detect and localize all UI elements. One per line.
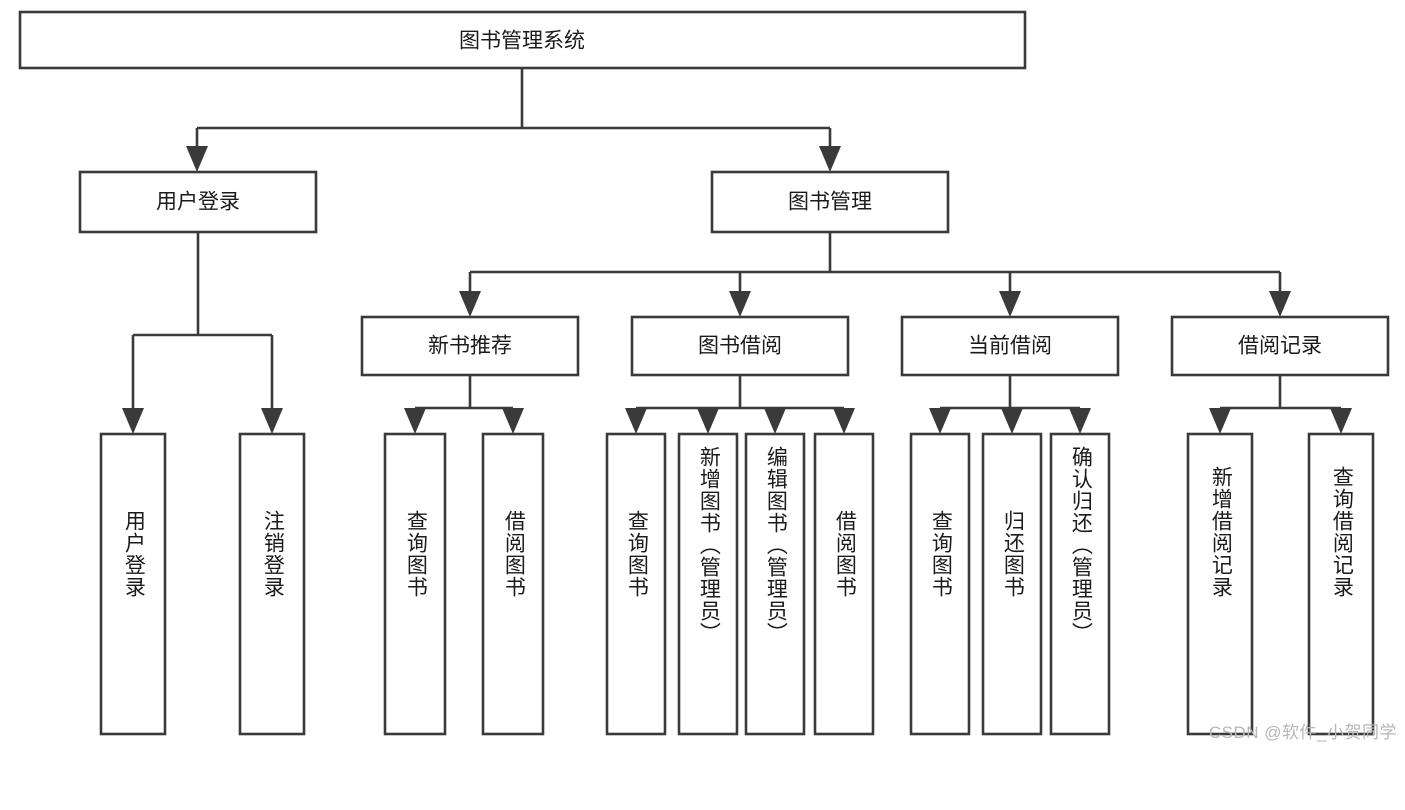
leaf-box-borrow-records-0[interactable] [1186, 432, 1254, 736]
arrow-book-mgmt-to-borrow [729, 291, 751, 317]
node-borrow-records-box [1170, 315, 1390, 377]
node-current-borrow[interactable]: 当前借阅 [900, 315, 1120, 377]
leaf-box-book-borrow-3[interactable] [813, 432, 875, 736]
node-current-borrow-label: 当前借阅 [968, 335, 1052, 358]
arrow-user-login-leaf-1 [261, 408, 283, 434]
leaf-box-user-login-1[interactable] [238, 432, 306, 736]
arrow-current-borrow-leaf-1 [1001, 408, 1023, 434]
node-user-login[interactable]: 用户登录 [78, 170, 318, 234]
leaf-box-current-borrow-0[interactable] [909, 432, 971, 736]
node-new-book-recommend-box [360, 315, 580, 377]
node-book-management-box [710, 170, 950, 234]
leaf-box-current-borrow-1[interactable] [981, 432, 1043, 736]
leaf-box-book-borrow-0[interactable] [605, 432, 667, 736]
leaf-box-new-book-1[interactable] [481, 432, 545, 736]
node-root[interactable]: 图书管理系统 [18, 10, 1027, 70]
leaf-box-user-login-0[interactable] [99, 432, 167, 736]
arrow-root-to-book-mgmt [819, 146, 841, 172]
node-root-box [18, 10, 1027, 70]
node-current-borrow-box [900, 315, 1120, 377]
node-borrow-records[interactable]: 借阅记录 [1170, 315, 1390, 377]
arrow-book-mgmt-to-new-book [459, 291, 481, 317]
leaf-box-group [99, 432, 1375, 736]
arrow-book-mgmt-to-records [1269, 291, 1291, 317]
arrow-current-borrow-leaf-0 [929, 408, 951, 434]
arrow-book-borrow-leaf-3 [833, 408, 855, 434]
arrow-current-borrow-leaf-2 [1069, 408, 1091, 434]
leaf-box-borrow-records-1[interactable] [1307, 432, 1375, 736]
arrow-book-borrow-leaf-1 [697, 408, 719, 434]
node-new-book-recommend[interactable]: 新书推荐 [360, 315, 580, 377]
arrow-book-borrow-leaf-2 [764, 408, 786, 434]
node-user-login-label: 用户登录 [156, 191, 240, 214]
node-root-label: 图书管理系统 [459, 30, 585, 53]
node-borrow-records-label: 借阅记录 [1238, 335, 1322, 358]
leaf-box-new-book-0[interactable] [383, 432, 447, 736]
node-book-borrow-box [630, 315, 850, 377]
node-new-book-recommend-label: 新书推荐 [428, 335, 512, 358]
org-chart-diagram: 图书管理系统 用户登录 图书管理 [18, 10, 1397, 742]
node-book-borrow[interactable]: 图书借阅 [630, 315, 850, 377]
arrow-borrow-records-leaf-1 [1330, 408, 1352, 434]
node-book-management[interactable]: 图书管理 [710, 170, 950, 234]
leaf-box-book-borrow-2[interactable] [744, 432, 806, 736]
arrow-user-login-leaf-0 [122, 408, 144, 434]
arrow-book-mgmt-to-current [999, 291, 1021, 317]
arrow-book-borrow-leaf-0 [625, 408, 647, 434]
leaf-box-current-borrow-2[interactable] [1049, 432, 1111, 736]
node-book-management-label: 图书管理 [788, 191, 872, 214]
watermark-text: CSDN @软件_小贺同学 [1208, 723, 1397, 742]
leaf-box-book-borrow-1[interactable] [677, 432, 739, 736]
arrow-new-book-leaf-1 [502, 408, 524, 434]
diagram-canvas: 图书管理系统 用户登录 图书管理 [18, 10, 1390, 736]
arrow-borrow-records-leaf-0 [1209, 408, 1231, 434]
arrow-new-book-leaf-0 [404, 408, 426, 434]
arrow-root-to-user-login [186, 146, 208, 172]
node-book-borrow-label: 图书借阅 [698, 335, 782, 358]
